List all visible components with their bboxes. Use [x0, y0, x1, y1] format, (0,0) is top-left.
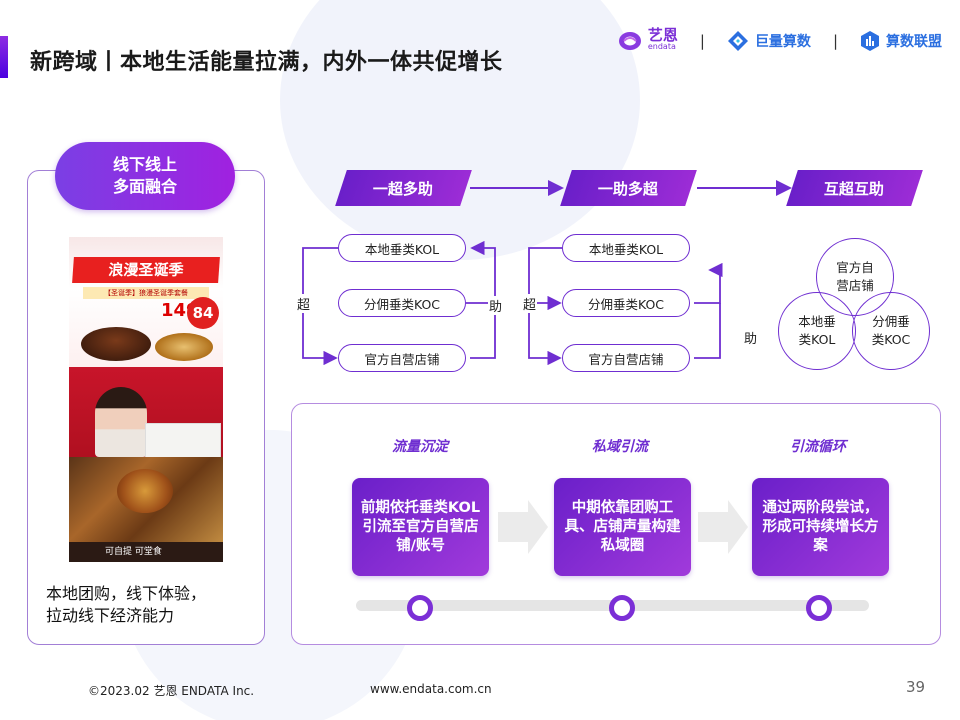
streamer-image	[95, 387, 147, 457]
suanshu-logo-icon	[861, 31, 879, 51]
left-caption-line-2: 拉动线下经济能力	[46, 606, 175, 625]
partner-logos: 艺恩 endata | 巨量算数 | 算数联盟	[618, 28, 942, 54]
page-title: 新跨域丨本地生活能量拉满，内外一体共促增长	[30, 50, 503, 75]
group3-circle-koc: 分佣垂类KOC	[852, 292, 930, 370]
phase-label-1: 流量沉淀	[392, 439, 448, 455]
pill-line-2: 多面融合	[112, 177, 177, 196]
food-steak-image	[81, 327, 151, 361]
phase-card-3: 通过两阶段尝试，形成可持续增长方案	[752, 478, 889, 576]
group3-circle-store: 官方自营店铺	[816, 238, 894, 316]
whiteboard-image	[145, 423, 221, 459]
online-offline-pill: 线下线上 多面融合	[55, 142, 235, 210]
group2-right-top	[694, 262, 723, 304]
group2-node-koc: 分佣垂类KOC	[562, 289, 690, 317]
page-number: 39	[906, 678, 926, 696]
juliang-logo: 巨量算数	[727, 30, 811, 52]
endata-logo: 艺恩 endata	[618, 26, 678, 53]
group3-circle-kol: 本地垂类KOL	[778, 292, 856, 370]
group1-help-label: 助	[488, 296, 504, 315]
logo-separator: |	[832, 32, 838, 50]
group1-node-kol: 本地垂类KOL	[338, 234, 466, 262]
phone-banner: 浪漫圣诞季	[72, 257, 220, 283]
group2-node-kol: 本地垂类KOL	[562, 234, 690, 262]
step-mutual-super-help: 互超互助	[786, 170, 923, 206]
phone-bottom-bar: 可自提 可堂食	[69, 542, 223, 562]
timeline-dot-1	[407, 595, 433, 621]
group2-node-store: 官方自营店铺	[562, 344, 690, 372]
left-caption: 本地团购，线下体验， 拉动线下经济能力	[46, 583, 206, 627]
group1-node-koc: 分佣垂类KOC	[338, 289, 466, 317]
step-one-help-many-super: 一助多超	[560, 170, 697, 206]
phone-price-badge: 84	[187, 297, 219, 329]
endata-logo-name: 艺恩	[647, 26, 678, 44]
footer-copyright: ©2023.02 艺恩 ENDATA Inc.	[88, 684, 255, 698]
group2-super-label: 超	[522, 294, 538, 313]
phase-card-2: 中期依靠团购工具、店铺声量构建私域圈	[554, 478, 691, 576]
group2-help-label: 助	[743, 328, 759, 347]
logo-separator: |	[699, 32, 705, 50]
group1-super-label: 超	[296, 294, 312, 313]
pizza-image	[117, 469, 173, 513]
phone-subtitle: 【圣诞季】狼漫圣诞季套餐	[83, 287, 209, 299]
juliang-logo-name: 巨量算数	[754, 34, 811, 50]
endata-logo-sub: endata	[647, 42, 676, 51]
group1-node-store: 官方自营店铺	[338, 344, 466, 372]
background-blob	[280, 0, 640, 260]
phone-screenshot: 浪漫圣诞季 【圣诞季】狼漫圣诞季套餐 149 84 可自提 可堂食	[69, 237, 223, 562]
phase-label-3: 引流循环	[790, 439, 846, 455]
group2-right-bracket	[694, 303, 721, 359]
timeline-dot-3	[806, 595, 832, 621]
title-accent-bar	[0, 36, 8, 78]
phase-label-2: 私域引流	[592, 439, 648, 455]
suanshu-logo-name: 算数联盟	[886, 34, 942, 50]
timeline-dot-2	[609, 595, 635, 621]
left-caption-line-1: 本地团购，线下体验，	[46, 584, 207, 603]
endata-logo-icon	[618, 32, 641, 50]
suanshu-logo: 算数联盟	[860, 30, 942, 52]
footer-url[interactable]: www.endata.com.cn	[370, 682, 492, 696]
phase-card-1: 前期依托垂类KOL引流至官方自营店铺/账号	[352, 478, 489, 576]
food-plate-image	[155, 333, 213, 361]
pill-line-1: 线下线上	[112, 155, 177, 174]
juliang-logo-icon	[727, 31, 748, 51]
step-one-super-many-help: 一超多助	[335, 170, 472, 206]
